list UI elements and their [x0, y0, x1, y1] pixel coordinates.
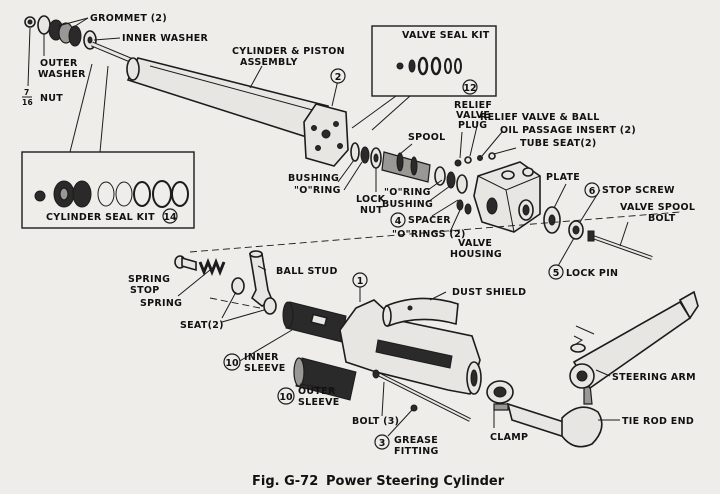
label-valve-seal-kit: VALVE SEAL KIT [402, 30, 490, 41]
label-relief-valve-ball: RELIEF VALVE & BALL [480, 112, 600, 123]
valve-housing [473, 161, 541, 233]
callout-14: 14 [162, 208, 178, 224]
label-valve-spool-bolt-2: BOLT [648, 213, 676, 224]
callout-4: 4 [390, 212, 406, 228]
label-nut: NUT [40, 93, 63, 104]
label-valve-housing-2: HOUSING [450, 249, 502, 260]
label-tube-seat: TUBE SEAT(2) [520, 138, 597, 149]
plate-stop-screw-bolt [543, 206, 653, 260]
label-nut-size-denominator: 16 [22, 98, 33, 107]
label-oil-passage-insert: OIL PASSAGE INSERT (2) [500, 125, 636, 136]
assembly-centerlines [189, 211, 681, 311]
ball-stud-group [174, 250, 277, 315]
callout-number: 10 [225, 358, 239, 369]
label-relief-plug-2: VALVE [456, 110, 490, 121]
label-spacer: SPACER [408, 215, 451, 226]
label-tie-rod-end: TIE ROD END [622, 416, 694, 427]
caption-title: Power Steering Cylinder [326, 474, 505, 489]
part-labels: GROMMET (2) INNER WASHER OUTER WASHER 7 … [22, 13, 696, 457]
label-cylinder-piston-1: CYLINDER & PISTON [232, 46, 345, 57]
cylinder-end-block [303, 103, 349, 167]
callout-1: 1 [352, 272, 368, 288]
callout-number: 5 [553, 268, 560, 279]
callout-3: 3 [374, 434, 390, 450]
callout-10-inner: 10 [223, 353, 241, 371]
spool [381, 151, 431, 183]
steering-arm [569, 290, 699, 390]
label-relief-plug-1: RELIEF [454, 100, 492, 111]
bushing-lock-nut-set [350, 142, 382, 169]
label-inner-washer: INNER WASHER [122, 33, 209, 44]
callout-number: 1 [357, 276, 364, 287]
label-seat: SEAT(2) [180, 320, 224, 331]
callout-6: 6 [584, 182, 600, 198]
figure-caption: Fig. G-72 Power Steering Cylinder [252, 474, 505, 489]
label-dust-shield: DUST SHIELD [452, 287, 526, 298]
callout-number: 6 [589, 186, 596, 197]
label-bolt: BOLT (3) [352, 416, 399, 427]
callout-number: 4 [395, 216, 402, 227]
label-nut-size-numerator: 7 [24, 88, 30, 97]
cylinder-tube [126, 57, 330, 141]
label-spring-stop-2: STOP [130, 285, 160, 296]
label-grommet: GROMMET (2) [90, 13, 167, 24]
outer-sleeve [293, 357, 357, 401]
label-spool: SPOOL [408, 132, 446, 143]
label-lock-pin: LOCK PIN [566, 268, 618, 279]
callout-number: 12 [463, 83, 476, 94]
dust-shield [382, 297, 459, 328]
callout-2: 2 [330, 68, 346, 84]
label-relief-plug-3: PLUG [458, 120, 487, 131]
label-valve-housing-1: VALVE [458, 238, 492, 249]
label-outer-sleeve-1: OUTER [298, 386, 336, 397]
clamp [486, 380, 514, 411]
callout-number: 3 [379, 438, 386, 449]
label-spring: SPRING [140, 298, 182, 309]
label-bushing-upper: BUSHING [288, 173, 339, 184]
label-lock-nut-1: LOCK [356, 194, 386, 205]
label-grease-fitting-1: GREASE [394, 435, 438, 446]
valve-seal-kit-box [351, 25, 497, 131]
label-valve-spool-bolt-1: VALVE SPOOL [620, 202, 695, 213]
label-ball-stud: BALL STUD [276, 266, 338, 277]
callout-12: 12 [462, 79, 478, 95]
callout-number: 2 [335, 72, 342, 83]
label-spring-stop-1: SPRING [128, 274, 170, 285]
label-cylinder-seal-kit: CYLINDER SEAL KIT [46, 212, 155, 223]
label-plate: PLATE [546, 172, 580, 183]
label-o-rings: "O"RINGS (2) [392, 229, 466, 240]
label-inner-sleeve-1: INNER [244, 352, 279, 363]
label-outer-sleeve-2: SLEEVE [298, 397, 340, 408]
label-o-ring-upper: "O"RING [294, 185, 341, 196]
label-grease-fitting-2: FITTING [394, 446, 439, 457]
caption-figure-number: Fig. G-72 [252, 474, 318, 489]
label-outer-washer-2: WASHER [38, 69, 86, 80]
label-cylinder-piston-2: ASSEMBLY [240, 57, 298, 68]
callout-number: 10 [279, 392, 293, 403]
label-outer-washer-1: OUTER [40, 58, 78, 69]
label-clamp: CLAMP [490, 432, 528, 443]
callout-number: 14 [163, 212, 177, 223]
label-inner-sleeve-2: SLEEVE [244, 363, 286, 374]
callout-10-outer: 10 [277, 387, 295, 405]
label-o-ring-mid: "O"RING [384, 187, 431, 198]
label-steering-arm: STEERING ARM [612, 372, 696, 383]
label-stop-screw: STOP SCREW [602, 185, 675, 196]
spool-bushing-rings [434, 152, 496, 215]
cylinder-seal-kit-box [21, 63, 195, 229]
label-lock-nut-2: NUT [360, 205, 383, 216]
inner-sleeve [282, 301, 347, 343]
bolt-grease-fitting [372, 369, 471, 422]
label-bushing-mid: BUSHING [382, 199, 433, 210]
callout-5: 5 [548, 264, 564, 280]
grommet-washer-stack [24, 15, 97, 50]
